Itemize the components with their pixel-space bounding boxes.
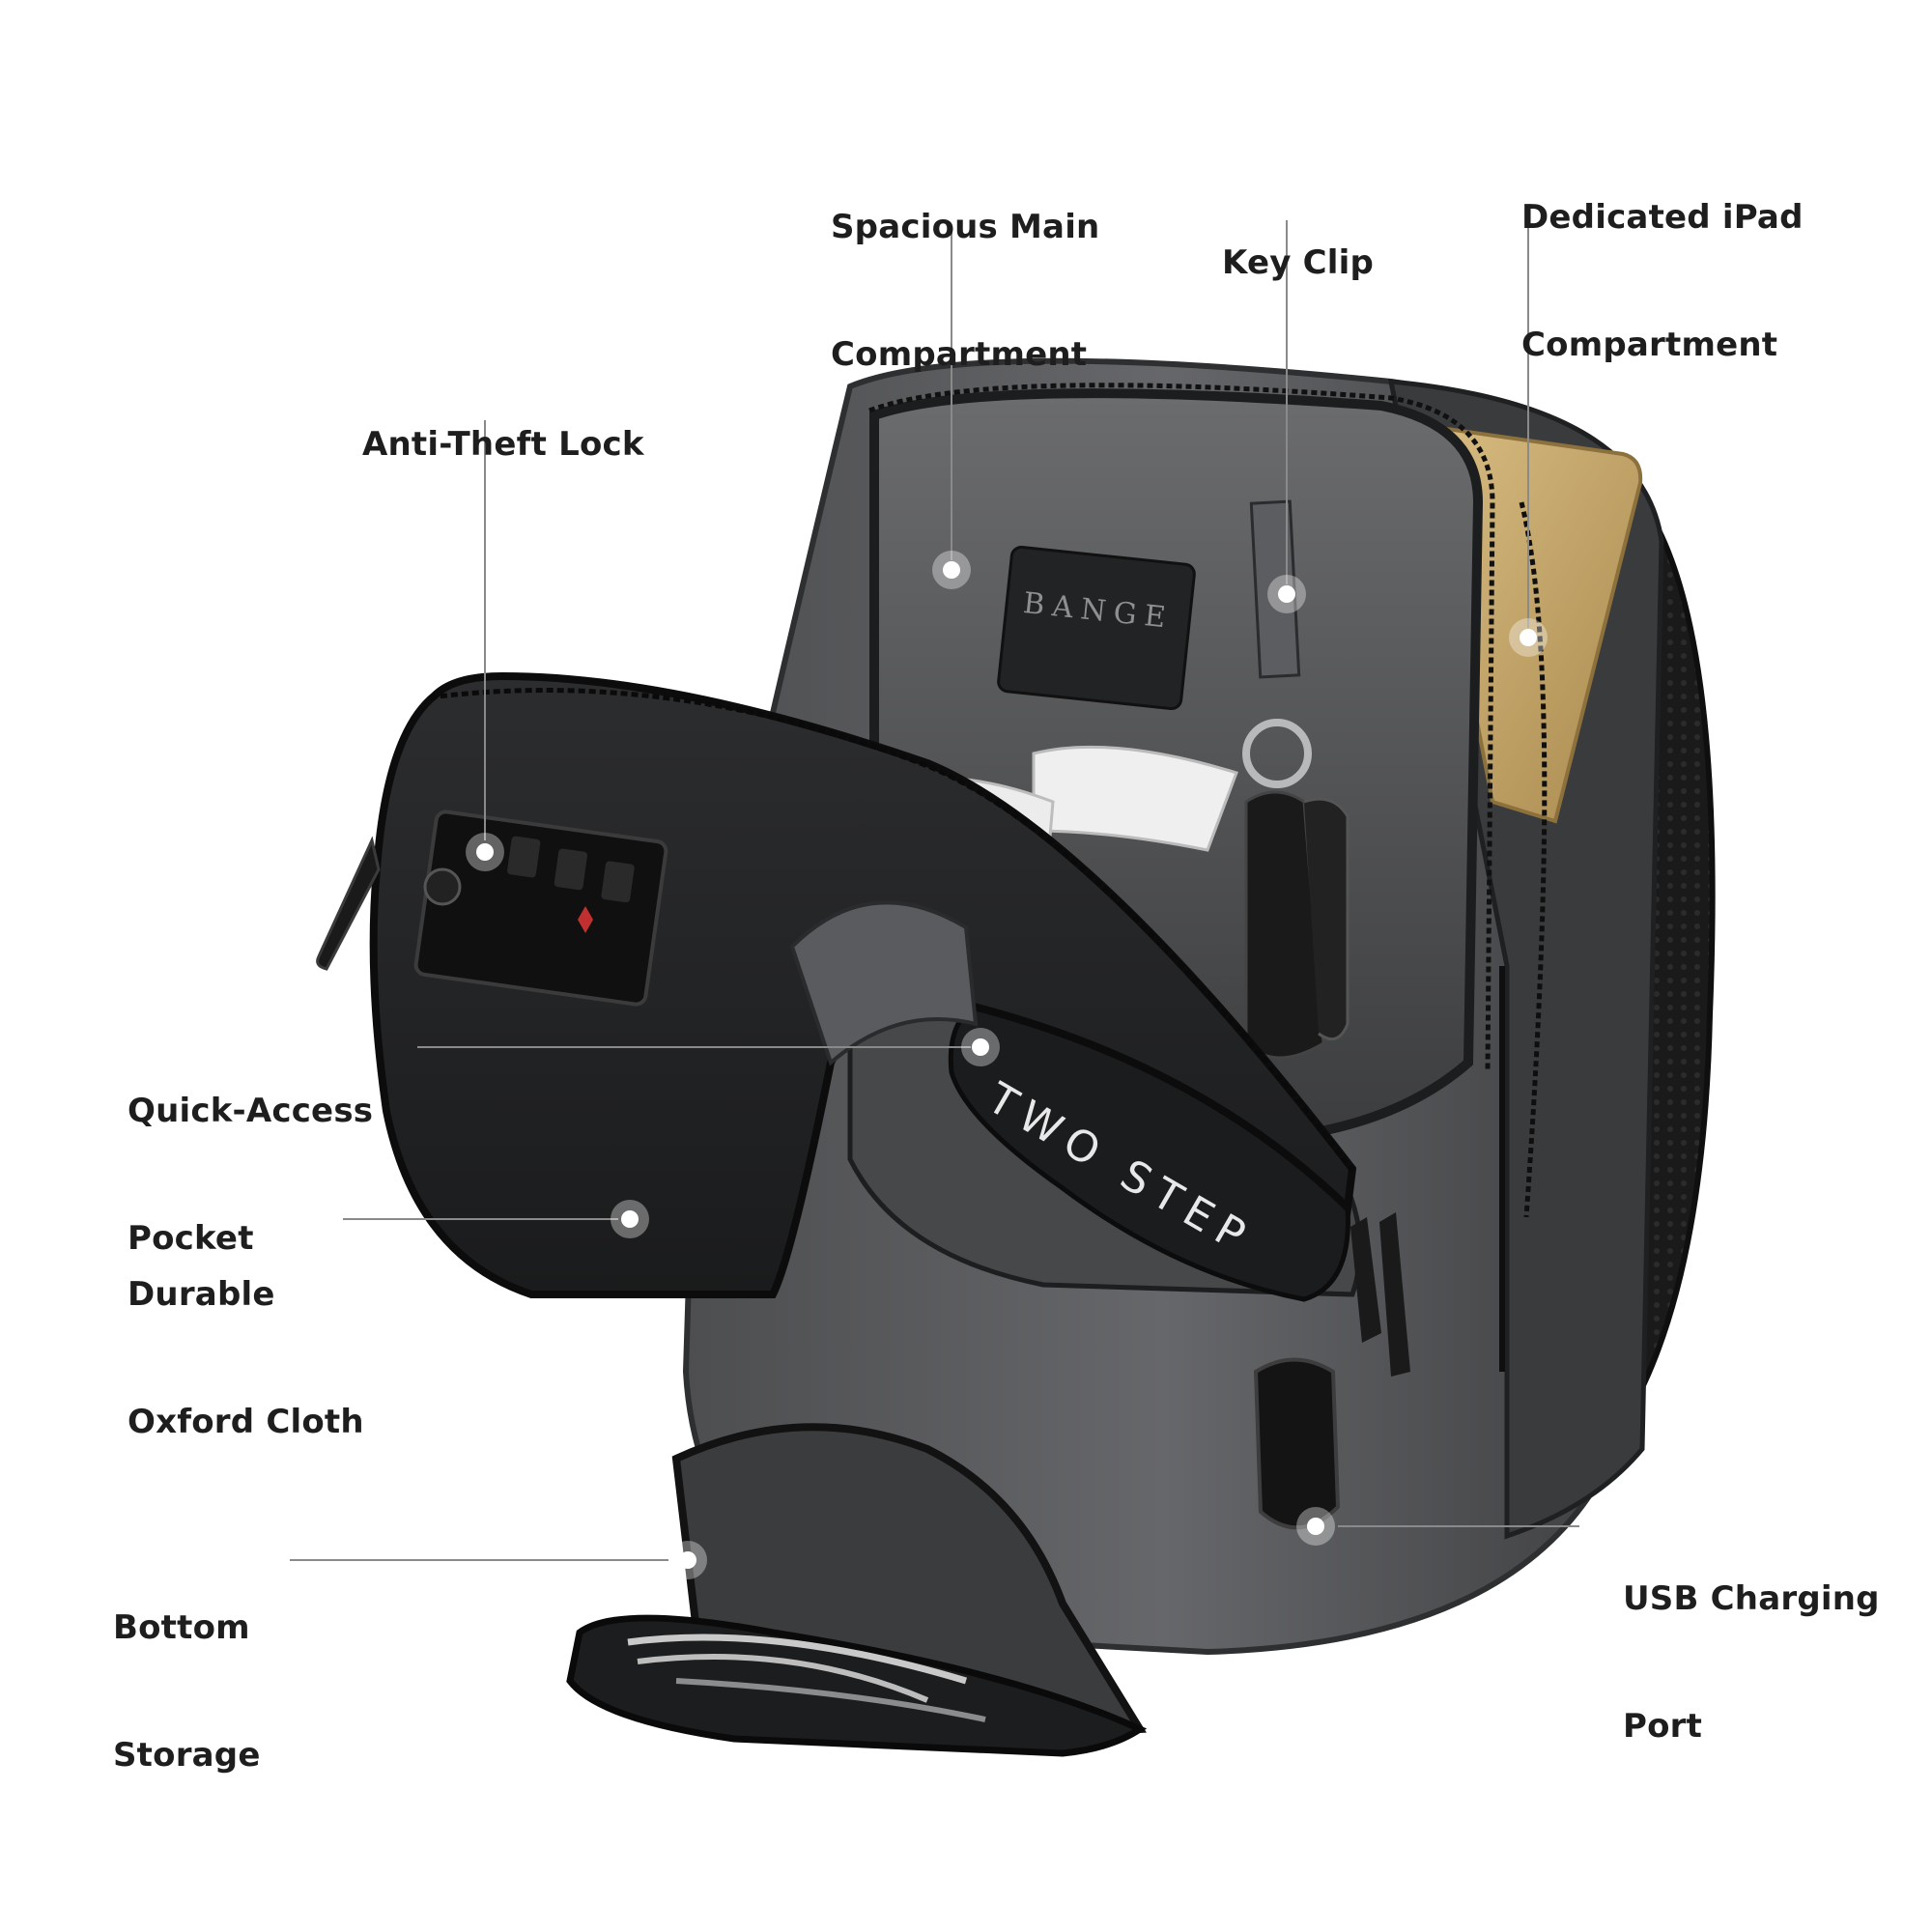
dot-main-compartment — [932, 551, 971, 589]
zipper-pull-3 — [1379, 1212, 1410, 1377]
dot-ipad — [1509, 618, 1548, 657]
dot-key-clip — [1267, 575, 1306, 613]
dot-usb-port — [1296, 1507, 1335, 1546]
power-bank — [1032, 745, 1238, 852]
callout-dots — [466, 551, 1548, 1579]
leader-lines — [290, 211, 1579, 1561]
label-anti-theft-lock: Anti-Theft Lock — [362, 425, 644, 464]
main-zipper — [868, 383, 1495, 1073]
label-bottom-storage: Bottom Storage — [113, 1608, 261, 1775]
bottom-storage-flap — [566, 1614, 1148, 1757]
label-main-compartment: Spacious Main Compartment — [831, 208, 1100, 374]
label-oxford-cloth: Durable Oxford Cloth — [128, 1275, 364, 1441]
label-key-clip: Key Clip — [1222, 243, 1375, 282]
dot-oxford-cloth — [611, 1200, 649, 1238]
label-usb-port: USB Charging Port — [1623, 1579, 1880, 1746]
dot-quick-access — [961, 1028, 1000, 1066]
tsa-lock — [413, 810, 668, 1007]
brand-patch — [997, 545, 1196, 711]
label-quick-access-pocket: Quick-Access Pocket — [128, 1092, 374, 1258]
zipper-pull — [316, 836, 381, 971]
zipper-pull-2 — [1350, 1217, 1381, 1343]
label-ipad-compartment: Dedicated iPad Compartment — [1521, 198, 1804, 364]
dot-bottom-storage — [668, 1541, 707, 1579]
dot-anti-theft-lock — [466, 833, 504, 871]
usb-port — [1253, 1357, 1341, 1530]
key-ring — [1242, 719, 1312, 788]
